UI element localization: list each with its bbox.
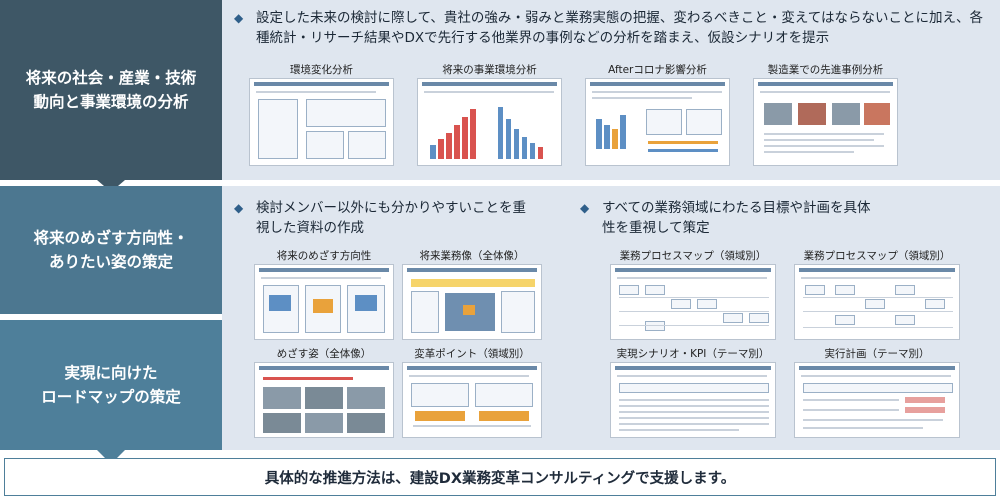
document-preview <box>402 362 542 438</box>
document-preview <box>254 362 394 438</box>
document-preview <box>794 264 960 340</box>
thumbnail-caption: 変革ポイント（領域別） <box>414 348 530 360</box>
document-preview <box>402 264 542 340</box>
thumbnail-caption: 将来のめざす方向性 <box>276 250 372 262</box>
step-roadmap: 実現に向けた ロードマップの策定 <box>0 320 222 450</box>
thumbnail-caption: Afterコロナ影響分析 <box>608 64 707 76</box>
document-preview <box>254 264 394 340</box>
thumbnail-caption: 環境変化分析 <box>290 64 353 76</box>
document-preview <box>753 78 898 166</box>
diamond-bullet-icon: ◆ <box>234 11 244 25</box>
thumbnail-process-map-1: 業務プロセスマップ（領域別） <box>610 248 776 340</box>
thumbnail-business-environment: 将来の事業環境分析 <box>417 62 562 166</box>
thumbnail-execution-plan: 実行計画（テーマ別） <box>794 346 960 438</box>
thumbnail-after-corona: Afterコロナ影響分析 <box>585 62 730 166</box>
analysis-bullet-text: 設定した未来の検討に際して、貴社の強み・弱みと業務実態の把握、変わるべきこと・変… <box>256 10 983 46</box>
thumbnail-future-operations: 将来業務像（全体像） <box>402 248 542 340</box>
document-preview <box>417 78 562 166</box>
thumbnail-caption: 将来の事業環境分析 <box>442 64 537 76</box>
diamond-bullet-icon: ◆ <box>234 201 244 215</box>
document-preview <box>794 362 960 438</box>
document-preview <box>610 264 776 340</box>
thumbnail-future-direction: 将来のめざす方向性 <box>254 248 394 340</box>
thumbnail-scenario-kpi: 実現シナリオ・KPI（テーマ別） <box>610 346 776 438</box>
analysis-bullet: ◆ 設定した未来の検討に際して、貴社の強み・弱みと業務実態の把握、変わるべきこと… <box>234 8 994 48</box>
thumbnail-caption: 業務プロセスマップ（領域別） <box>619 250 767 262</box>
thumbnail-transformation-points: 変革ポイント（領域別） <box>402 346 542 438</box>
thumbnail-manufacturing-cases: 製造業での先進事例分析 <box>753 62 898 166</box>
thumbnail-caption: めざす姿（全体像） <box>276 348 372 360</box>
thumbnail-caption: 実行計画（テーマ別） <box>824 348 930 360</box>
thumbnail-caption: 実現シナリオ・KPI（テーマ別） <box>616 348 770 360</box>
support-banner-text: 具体的な推進方法は、建設DX業務変革コンサルティングで支援します。 <box>264 470 736 487</box>
thumbnail-caption: 業務プロセスマップ（領域別） <box>803 250 951 262</box>
document-preview <box>585 78 730 166</box>
thumbnail-caption: 製造業での先進事例分析 <box>767 64 884 76</box>
document-preview <box>610 362 776 438</box>
step-analysis-label: 将来の社会・産業・技術 動向と事業環境の分析 <box>25 69 197 111</box>
step-direction: 将来のめざす方向性・ ありたい姿の策定 <box>0 186 222 314</box>
plans-bullet: ◆ すべての業務領域にわたる目標や計画を具体性を重視して策定 <box>580 198 880 238</box>
diamond-bullet-icon: ◆ <box>580 201 590 215</box>
plans-bullet-text: すべての業務領域にわたる目標や計画を具体性を重視して策定 <box>602 200 871 236</box>
step-analysis: 将来の社会・産業・技術 動向と事業環境の分析 <box>0 0 222 180</box>
support-banner: 具体的な推進方法は、建設DX業務変革コンサルティングで支援します。 <box>4 458 996 496</box>
step-roadmap-label: 実現に向けた ロードマップの策定 <box>41 364 181 406</box>
thumbnail-environment-analysis: 環境変化分析 <box>249 62 394 166</box>
documents-bullet: ◆ 検討メンバー以外にも分かりやすいことを重視した資料の作成 <box>234 198 534 238</box>
analysis-panel: ◆ 設定した未来の検討に際して、貴社の強み・弱みと業務実態の把握、変わるべきこと… <box>222 0 1000 180</box>
step-direction-label: 将来のめざす方向性・ ありたい姿の策定 <box>33 229 189 271</box>
document-preview <box>249 78 394 166</box>
thumbnail-caption: 将来業務像（全体像） <box>419 250 525 262</box>
thumbnail-process-map-2: 業務プロセスマップ（領域別） <box>794 248 960 340</box>
thumbnail-ideal-state: めざす姿（全体像） <box>254 346 394 438</box>
direction-panel: ◆ 検討メンバー以外にも分かりやすいことを重視した資料の作成 ◆ すべての業務領… <box>222 186 1000 450</box>
documents-bullet-text: 検討メンバー以外にも分かりやすいことを重視した資料の作成 <box>256 200 526 236</box>
